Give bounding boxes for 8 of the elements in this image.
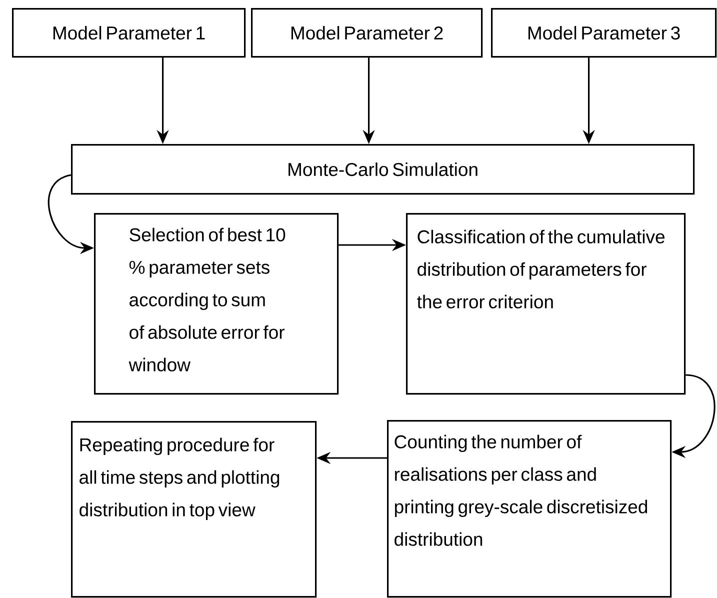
process-box: Monte-Carlo Simulation: [71, 144, 695, 195]
process-box: Repeating procedure for all time steps and plotting distribution in top view: [71, 421, 317, 598]
parameter-box: Model Parameter 1: [12, 8, 246, 58]
parameter-box: Model Parameter 2: [251, 8, 483, 58]
process-box: Selection of best 10 % parameter sets according to sum of absolute error for window: [94, 213, 339, 395]
parameter-box: Model Parameter 3: [491, 8, 717, 58]
process-box: Classification of the cumulative distribution of parameters for the error criterion: [406, 213, 686, 395]
process-box: Counting the number of realisations per class and printing grey-scale discretisized distribution: [387, 420, 672, 598]
